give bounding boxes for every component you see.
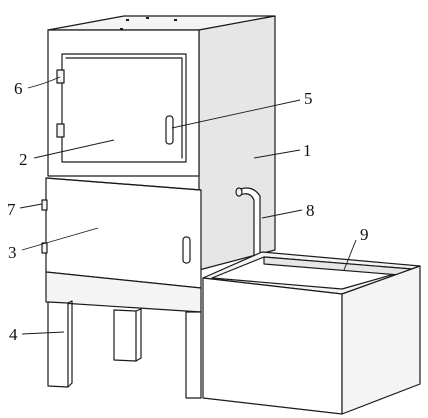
label-7: 7 [7,200,16,219]
leader-3 [21,227,99,251]
leg-fl-foot [67,382,73,388]
label-6: 6 [14,79,23,98]
upper-door [61,53,187,163]
lower-hinge-upper [41,199,48,211]
leg-front-left [47,301,69,388]
leader-7 [19,203,43,209]
leader-5 [171,99,301,129]
hinge-lower [56,123,65,138]
leader-lines [19,76,357,335]
tank-side-face [341,265,421,415]
leg-bm-foot [135,357,142,362]
leg-bm-edge [135,308,142,312]
leader-2 [33,139,115,159]
label-3: 3 [8,243,17,262]
label-1: 1 [303,141,312,160]
tank-front-face [202,277,343,415]
leg-fl-edge [67,300,73,304]
upper-door-handle [165,115,174,145]
cabinet-side-face [198,15,276,271]
lower-door-handle [182,236,191,264]
label-4: 4 [9,325,18,344]
leader-9 [343,239,357,271]
label-9: 9 [360,225,369,244]
label-5: 5 [304,89,313,108]
leg-front-right [185,311,202,399]
hinge-upper [56,69,65,84]
leader-8 [261,209,303,219]
leg-back-middle [113,309,137,362]
lower-cabinet-front [45,177,202,289]
lower-hinge-lower [41,242,48,254]
leader-1 [253,149,301,159]
lower-door-top-edge [45,177,202,191]
label-8: 8 [306,201,315,220]
leader-4 [21,331,65,335]
leader-6 [27,76,61,89]
pipe-mouth [235,187,243,197]
label-2: 2 [19,150,28,169]
